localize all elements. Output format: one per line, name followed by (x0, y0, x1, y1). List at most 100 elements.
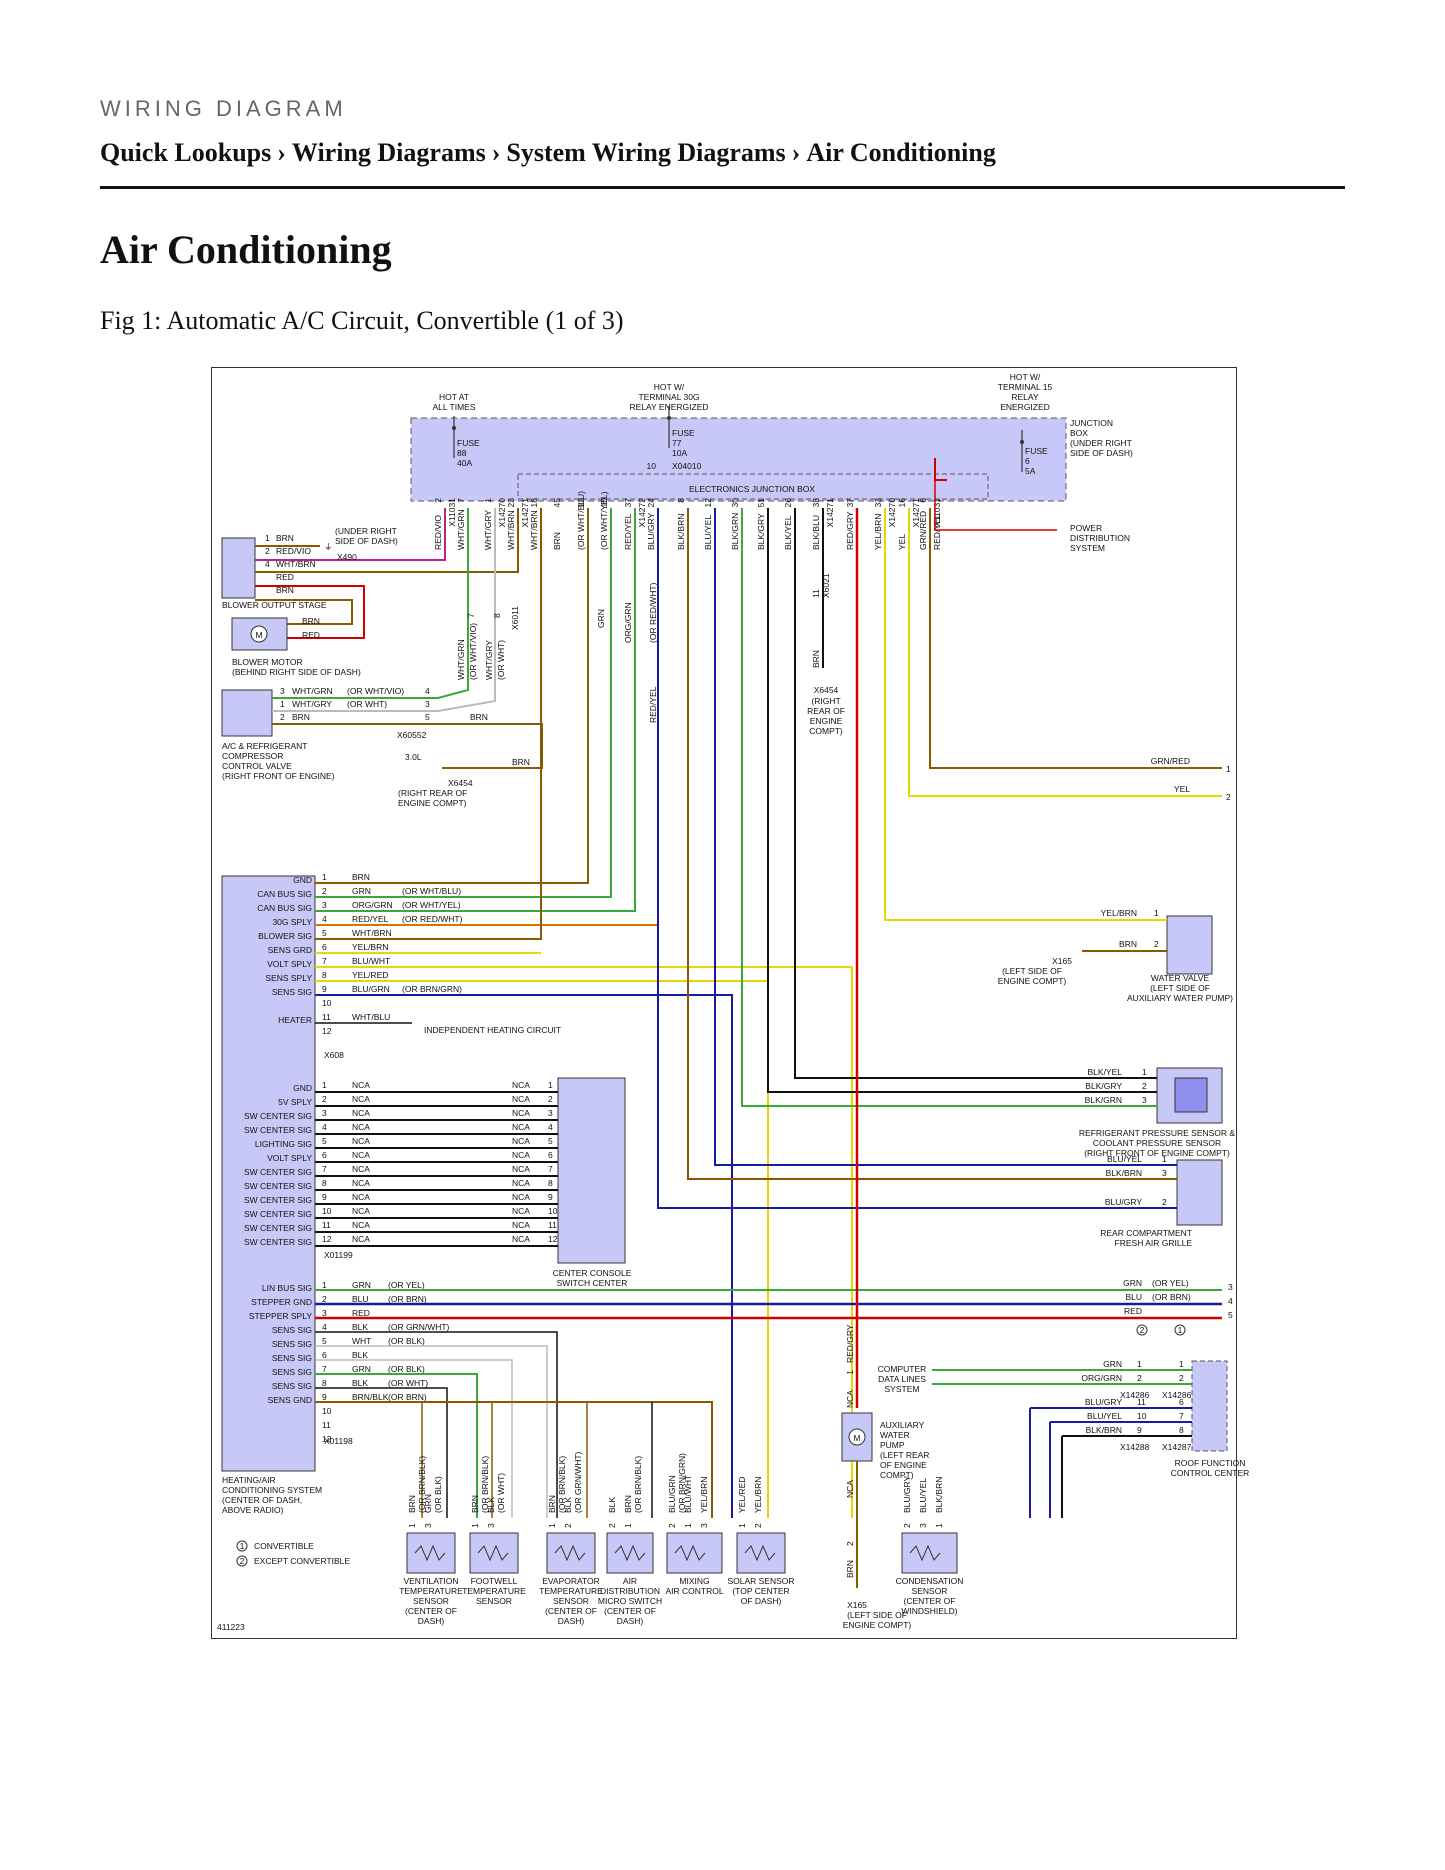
pin-label: 2 (548, 1094, 553, 1104)
wire-color-label: BRN (276, 585, 294, 595)
module-pin-function: BLOWER SIG (258, 931, 312, 941)
wire-nca: NCA (512, 1108, 530, 1118)
jb-connector: X14271 (825, 498, 835, 528)
pin-label: 9 (322, 1392, 327, 1402)
component-label: COMPT) (880, 1470, 914, 1480)
wire-color-label: BLU/GRN (352, 984, 390, 994)
legend-text: CONVERTIBLE (254, 1541, 314, 1551)
jb-pin-number: 10 (599, 498, 609, 508)
connector-label: X608 (324, 1050, 344, 1060)
circuit-note: INDEPENDENT HEATING CIRCUIT (424, 1025, 561, 1035)
wire-color-label: YEL (1174, 784, 1190, 794)
module-pin-function: GND (293, 1083, 312, 1093)
connector-label: X14286 (1120, 1390, 1150, 1400)
ground-label: X165 (1052, 956, 1072, 966)
wire-color-label: YEL/BRN (352, 942, 388, 952)
component-label: (LEFT SIDE OF (1150, 983, 1210, 993)
sensor-symbol (674, 1544, 706, 1562)
wire-color-label: BLU/GRN (667, 1475, 677, 1513)
jb-wire-color: BLK/YEL (783, 515, 793, 550)
ground-note: REAR OF (807, 706, 845, 716)
component-label: CENTER CONSOLE (553, 1268, 632, 1278)
wire-color-label: GRN/RED (1151, 756, 1190, 766)
ground-label: X6454 (814, 685, 839, 695)
component-label: (CENTER OF (405, 1606, 457, 1616)
module-wire (315, 508, 589, 884)
connector-label: X60552 (397, 730, 427, 740)
pin-label: 11 (322, 1420, 331, 1430)
jb-connector: X11031 (932, 498, 942, 527)
blower-output-stage (221, 537, 256, 599)
jb-wire-color: (OR WHT/BLU) (576, 491, 586, 550)
fuse-label: 5A (1025, 466, 1036, 476)
component-label: DATA LINES (878, 1374, 926, 1384)
breadcrumb-item[interactable]: Quick Lookups (100, 138, 272, 167)
wire-red (255, 585, 365, 639)
wire-color-alt: (OR BLK) (433, 1476, 443, 1513)
wire-nca: NCA (512, 1150, 530, 1160)
jb-pin-number: 26 (783, 498, 793, 508)
component-label: (RIGHT FRONT OF ENGINE) (222, 771, 335, 781)
jb-wire-color: RED/VIO (433, 515, 443, 550)
breadcrumb-item[interactable]: Wiring Diagrams (291, 138, 486, 167)
pin-label: 1 (548, 1080, 553, 1090)
wire-color-label: BLK/GRN (1085, 1095, 1122, 1105)
pin-label: 6 (322, 1350, 327, 1360)
pin-label: 1 (1162, 1154, 1167, 1164)
junction-box-label: SIDE OF DASH) (1070, 448, 1133, 458)
module-wire (315, 966, 853, 1518)
wire-color-label: ORG/GRN (352, 900, 393, 910)
pin-label: 8 (322, 1178, 327, 1188)
wire-color-label: WHT/BRN (276, 559, 316, 569)
pin-label: 11 (811, 589, 821, 598)
component-label: CONDITIONING SYSTEM (222, 1485, 322, 1495)
jb-pin-number: 16 (897, 498, 907, 508)
module-pin-function: SENS GRD (268, 945, 312, 955)
junction-box (410, 417, 1067, 502)
component-label: SYSTEM (885, 1384, 920, 1394)
wire-color-label: BRN (811, 650, 821, 668)
wire-color-label: BRN (1119, 939, 1137, 949)
wire-color-label: (OR RED/WHT) (648, 582, 658, 643)
pin-label: 11 (322, 1220, 331, 1230)
wire-color-label: BLU/GRY (1085, 1397, 1122, 1407)
jb-wire-color: BRN (552, 532, 562, 550)
wire-color-label: BLU/GRY (902, 1476, 912, 1513)
ground-note: ENGINE (810, 716, 843, 726)
module-wire (315, 508, 612, 898)
component-label: DISTRIBUTION (600, 1586, 660, 1596)
wire-nca: NCA (352, 1080, 370, 1090)
jb-pin-number: 8 (676, 498, 686, 503)
connector-label: X6021 (821, 573, 831, 598)
module-pin-function: CAN BUS SIG (257, 889, 312, 899)
pin-label: 2 (607, 1523, 617, 1528)
component-label: CONDENSATION (896, 1576, 964, 1586)
jb-wire-color: GRN/RED (918, 511, 928, 550)
pin-label: 12 (322, 1234, 332, 1244)
pin-label: 2 (1226, 792, 1231, 802)
breadcrumb-item[interactable]: System Wiring Diagrams (506, 138, 786, 167)
wire-color-label: WHT (352, 1336, 371, 1346)
jb-pin-number: 6 (918, 498, 928, 503)
ground-label: X165 (847, 1600, 867, 1610)
pin-label: 2 (265, 546, 270, 556)
fuse-label: FUSE (457, 438, 480, 448)
wire-color-label: WHT/GRN (292, 686, 333, 696)
wire-grn-red (929, 508, 1222, 769)
wire-nca: NCA (512, 1122, 530, 1132)
wire-red-vio (255, 508, 446, 561)
component-label: HEATING/AIR (222, 1475, 276, 1485)
sensor-symbol (477, 1544, 509, 1562)
pin-label: 4 (322, 1322, 327, 1332)
wire-color-alt: (OR BLK) (388, 1336, 425, 1346)
sensor-wire (741, 508, 1157, 1107)
wire-color-label: BRN (302, 616, 320, 626)
pin-label: 2 (322, 1294, 327, 1304)
pin-label: 4 (548, 1122, 553, 1132)
module-pin-function: STEPPER SPLY (249, 1311, 312, 1321)
jb-pin-number: 33 (873, 498, 883, 508)
wire-color-label: BLK (352, 1350, 368, 1360)
wire-color-label: (OR WHT) (496, 640, 506, 680)
wire-wht-brn (255, 508, 519, 573)
module-pin-function: LIGHTING SIG (255, 1139, 312, 1149)
